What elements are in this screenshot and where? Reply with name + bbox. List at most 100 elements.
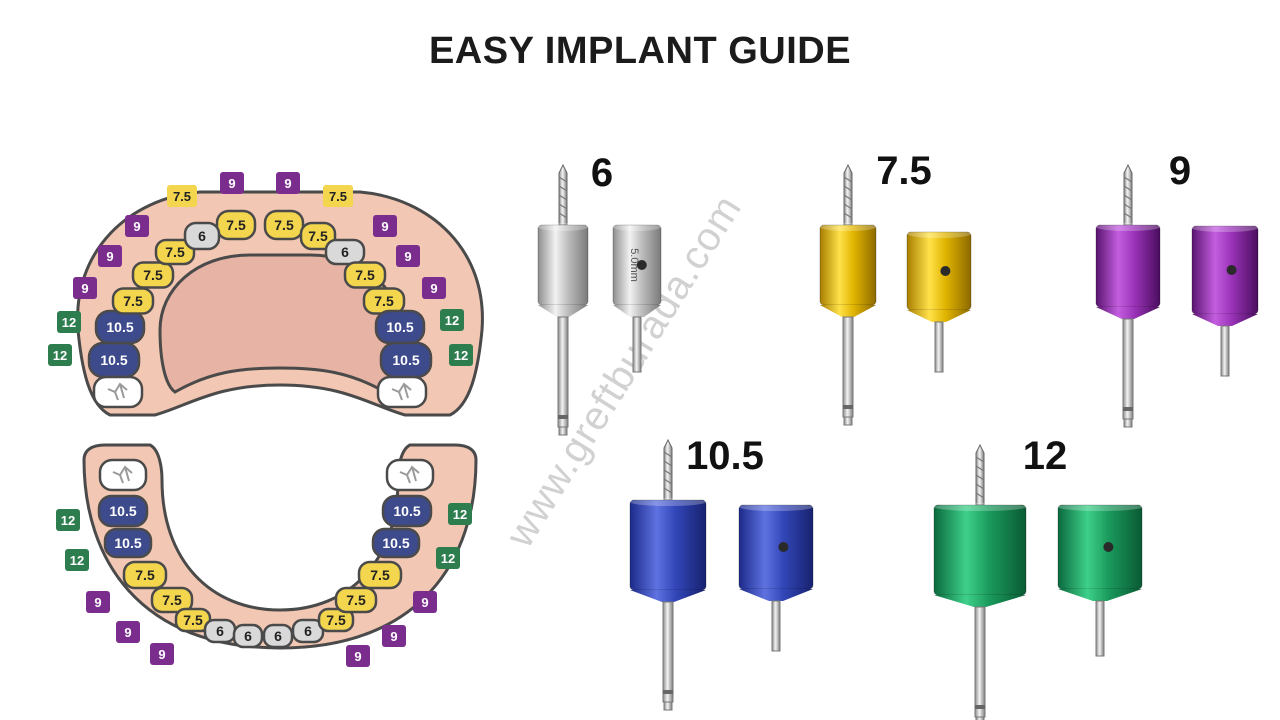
tooth: 10.5 [381, 494, 433, 528]
size-badge: 7.5 [323, 185, 353, 207]
kit-size-label: 12 [1023, 434, 1068, 478]
tooth: 6 [262, 623, 294, 649]
stopper-engraving: 5.0mm [628, 248, 640, 282]
tooth: 10.5 [87, 341, 141, 379]
size-badge-label: 12 [61, 513, 75, 528]
size-badge-label: 12 [62, 315, 76, 330]
tooth-size-label: 7.5 [355, 267, 375, 283]
tooth-size-label: 6 [198, 228, 206, 244]
tooth-crown [131, 261, 175, 289]
kit-size-label: 10.5 [686, 434, 764, 478]
kit-size-label: 7.5 [876, 149, 932, 193]
tooth: 7.5 [334, 586, 378, 614]
size-badge-label: 9 [133, 219, 140, 234]
tooth-crown [97, 494, 149, 528]
tooth-crown [103, 527, 153, 559]
tooth-size-label: 7.5 [143, 267, 163, 283]
tooth: 7.5 [150, 586, 194, 614]
size-badge: 12 [448, 503, 472, 525]
tooth: 10.5 [103, 527, 153, 559]
size-badge-label: 12 [453, 507, 467, 522]
upper-teeth: 10.510.57.57.57.57.567.57.567.57.510.510… [87, 209, 433, 409]
tooth: 10.5 [379, 341, 433, 379]
drill-with-stopper [1095, 163, 1161, 428]
size-badge: 9 [150, 643, 174, 665]
stopper [1057, 503, 1143, 657]
size-badge-label: 9 [390, 629, 397, 644]
tooth: 6 [232, 623, 264, 649]
tooth-crown [183, 221, 221, 251]
stopper-screw-hole [940, 266, 951, 276]
tooth-crown [150, 586, 194, 614]
size-badge-label: 9 [354, 649, 361, 664]
size-badge: 12 [65, 549, 89, 571]
size-badge-label: 9 [124, 625, 131, 640]
tooth-size-label: 7.5 [374, 293, 394, 309]
implant-kit-3: 9 [1095, 149, 1259, 428]
stopper: 5.0mm [612, 223, 662, 373]
tooth: 10.5 [97, 494, 149, 528]
size-badge-label: 9 [106, 249, 113, 264]
stopper [738, 503, 814, 652]
kit-size-label: 6 [591, 151, 613, 195]
tooth-size-label: 7.5 [274, 217, 294, 233]
tooth-size-label: 7.5 [135, 567, 155, 583]
tooth-size-label: 7.5 [308, 228, 328, 244]
tooth-size-label: 10.5 [393, 503, 420, 519]
tooth-size-label: 6 [274, 628, 282, 644]
tooth-crown [371, 527, 421, 559]
molar-tooth [98, 458, 148, 492]
stopper [906, 230, 972, 373]
tooth-size-label: 7.5 [162, 592, 182, 608]
size-badge-label: 9 [284, 176, 291, 191]
stopper-screw-hole [636, 260, 647, 270]
size-badge: 9 [422, 277, 446, 299]
size-badge-label: 12 [454, 348, 468, 363]
tooth-size-label: 10.5 [386, 319, 413, 335]
kit-size-label: 9 [1169, 149, 1191, 193]
tooth-size-label: 7.5 [183, 612, 203, 628]
size-badge: 7.5 [167, 185, 197, 207]
tooth-crown [324, 238, 366, 266]
tooth-size-label: 7.5 [226, 217, 246, 233]
tooth: 7.5 [174, 607, 212, 633]
size-badge: 9 [413, 591, 437, 613]
tooth-size-label: 10.5 [114, 535, 141, 551]
size-badge: 12 [449, 344, 473, 366]
tooth-size-label: 6 [244, 628, 252, 644]
size-badge: 12 [57, 311, 81, 333]
tooth-crown [317, 607, 355, 633]
drill-with-stopper [537, 163, 589, 436]
tooth: 6 [183, 221, 221, 251]
implant-kit-5: 12 [933, 434, 1143, 720]
tooth: 6 [203, 618, 237, 644]
size-badge-label: 12 [70, 553, 84, 568]
tooth: 7.5 [263, 209, 305, 241]
size-badge: 9 [396, 245, 420, 267]
implant-kits: 6 5.0mm 7.5 9 10.5 12 [537, 149, 1259, 720]
tooth: 7.5 [343, 261, 387, 289]
tooth-size-label: 10.5 [106, 319, 133, 335]
tooth-crown [111, 287, 155, 315]
tooth-size-label: 10.5 [392, 352, 419, 368]
page-title: EASY IMPLANT GUIDE [428, 30, 852, 72]
size-badge: 12 [48, 344, 72, 366]
tooth: 7.5 [299, 221, 337, 251]
stopper-screw-hole [1103, 542, 1114, 552]
size-badge-label: 9 [228, 176, 235, 191]
size-badge: 9 [276, 172, 300, 194]
tooth-crown [154, 238, 196, 266]
tooth-crown [263, 209, 305, 241]
implant-kit-1: 6 5.0mm [537, 151, 662, 436]
tooth-crown [262, 623, 294, 649]
size-badge-label: 9 [94, 595, 101, 610]
stopper-screw-hole [1226, 265, 1237, 275]
molar-tooth [376, 375, 428, 409]
size-badge: 9 [373, 215, 397, 237]
tooth-size-label: 6 [304, 623, 312, 639]
tooth-crown [343, 261, 387, 289]
tooth-crown [122, 560, 168, 590]
